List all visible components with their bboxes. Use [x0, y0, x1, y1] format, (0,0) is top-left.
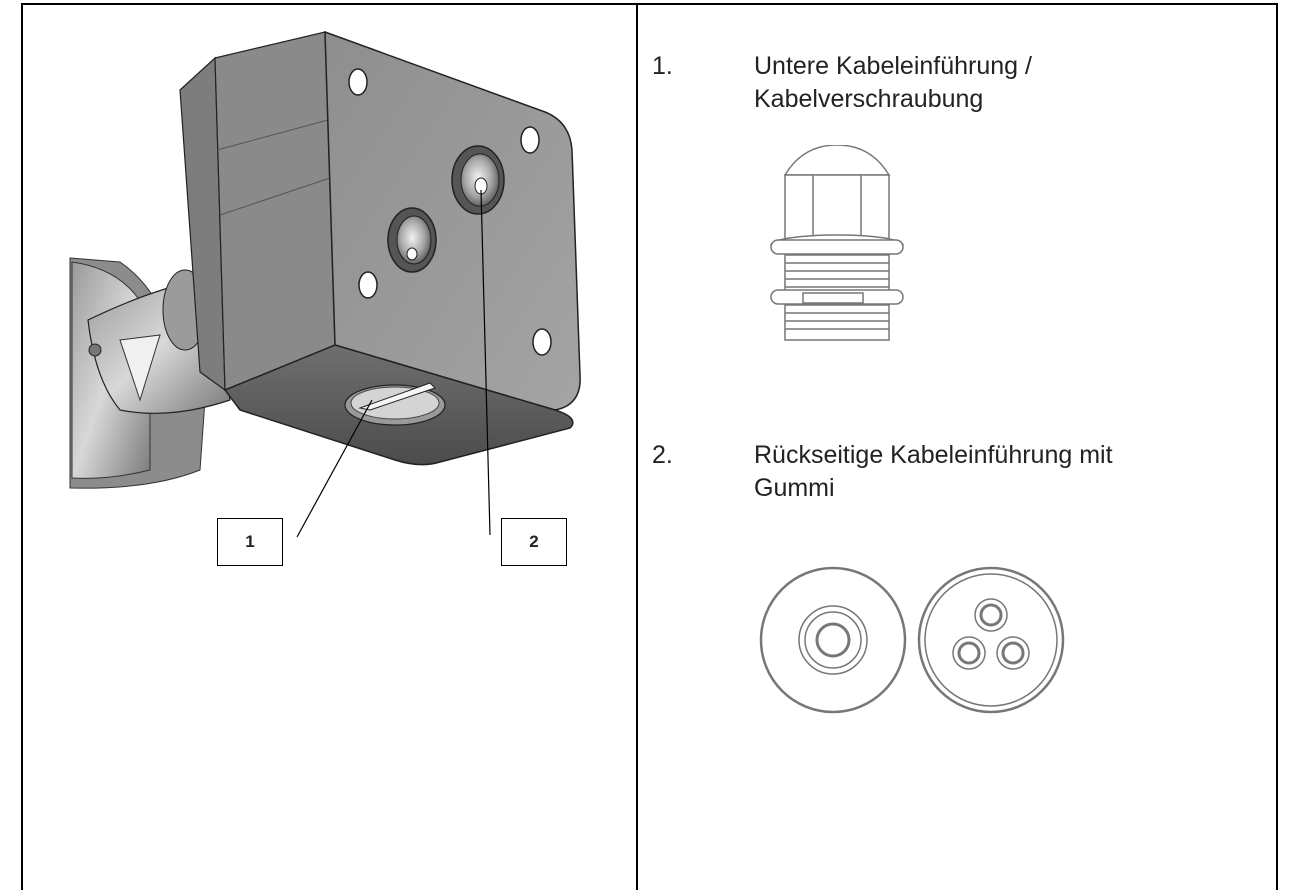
camera-housing-illustration	[69, 30, 581, 538]
list-item-text-line: Untere Kabeleinführung /	[754, 52, 1032, 80]
list-item-text-line: Rückseitige Kabeleinführung mit	[754, 441, 1113, 469]
rubber-grommet-illustration	[759, 566, 1065, 714]
callout-1-leader	[296, 399, 373, 538]
callout-label-1: 1	[217, 518, 283, 566]
list-item-number: 2.	[652, 441, 673, 469]
table-column-divider	[636, 3, 638, 890]
list-item-text-line: Gummi	[754, 474, 835, 502]
list-item-text: Rückseitige Kabeleinführung mit Gummi	[754, 439, 1254, 505]
illustration-cell	[23, 5, 635, 890]
document-table	[21, 3, 1278, 890]
list-item-text-line: Kabelverschraubung	[754, 85, 984, 113]
callout-2-leader	[480, 189, 491, 536]
description-cell: 1. Untere Kabeleinführung / Kabelverschr…	[638, 5, 1276, 890]
callout-label-2: 2	[501, 518, 567, 566]
list-item-number: 1.	[652, 52, 673, 80]
cable-gland-illustration	[770, 145, 904, 341]
list-item-text: Untere Kabeleinführung / Kabelverschraub…	[754, 50, 1254, 116]
